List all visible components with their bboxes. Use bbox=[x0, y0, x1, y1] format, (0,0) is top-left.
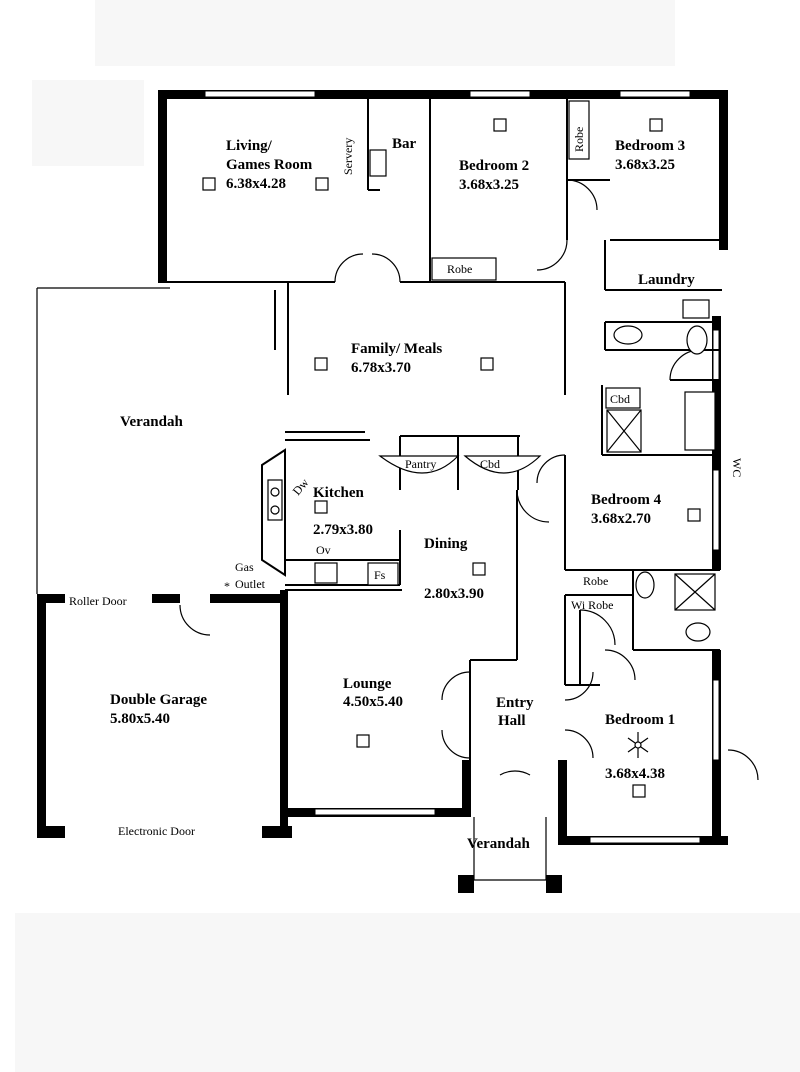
verandah-front-name: Verandah bbox=[467, 836, 530, 852]
gas-label-2: Outlet bbox=[235, 577, 266, 591]
verandah-outline bbox=[36, 287, 547, 881]
kitchen-size: 2.79x3.80 bbox=[313, 522, 373, 538]
garage-size: 5.80x5.40 bbox=[110, 711, 170, 727]
dining-name: Dining bbox=[424, 536, 468, 552]
gas-marker: * bbox=[224, 579, 230, 593]
bar-name: Bar bbox=[392, 136, 417, 152]
laundry-name: Laundry bbox=[638, 272, 695, 288]
gas-label-1: Gas bbox=[235, 560, 254, 574]
fs-label: Fs bbox=[374, 568, 386, 582]
lounge-name: Lounge bbox=[343, 676, 392, 692]
entry-name-2: Hall bbox=[498, 713, 526, 729]
verandah-side-name: Verandah bbox=[120, 414, 183, 430]
pantry-label: Pantry bbox=[405, 457, 436, 471]
internal-walls bbox=[167, 99, 722, 760]
robe-bed1-label: Robe bbox=[583, 574, 608, 588]
fixtures bbox=[267, 149, 716, 758]
cbd-bath-label: Cbd bbox=[610, 392, 630, 406]
bedroom2-name: Bedroom 2 bbox=[459, 158, 529, 174]
electronic-door-label: Electronic Door bbox=[118, 824, 195, 838]
wc-label: WC bbox=[730, 458, 744, 477]
living-name-2: Games Room bbox=[226, 157, 313, 173]
footer-panel bbox=[15, 913, 800, 1072]
garage-name: Double Garage bbox=[110, 692, 207, 708]
corner-panel bbox=[32, 80, 144, 166]
bedroom4-size: 3.68x2.70 bbox=[591, 511, 651, 527]
servery-label: Servery bbox=[341, 138, 355, 175]
bedroom3-size: 3.68x3.25 bbox=[615, 157, 675, 173]
kitchen-name: Kitchen bbox=[313, 485, 364, 501]
light-fittings bbox=[202, 118, 701, 798]
doors bbox=[179, 179, 759, 781]
ov-label: Ov bbox=[316, 543, 331, 557]
bedroom4-name: Bedroom 4 bbox=[591, 492, 662, 508]
lounge-size: 4.50x5.40 bbox=[343, 694, 403, 710]
bedroom1-name: Bedroom 1 bbox=[605, 712, 675, 728]
family-name: Family/ Meals bbox=[351, 341, 442, 357]
cbd-pantry-label: Cbd bbox=[480, 457, 500, 471]
dw-label: Dw bbox=[290, 475, 312, 498]
windows bbox=[204, 90, 720, 844]
entry-name-1: Entry bbox=[496, 695, 534, 711]
bedroom2-size: 3.68x3.25 bbox=[459, 177, 519, 193]
robe-bed3-label: Robe bbox=[572, 127, 586, 152]
family-size: 6.78x3.70 bbox=[351, 360, 411, 376]
living-name-1: Living/ bbox=[226, 138, 273, 154]
dining-size: 2.80x3.90 bbox=[424, 586, 484, 602]
wi-robe-label: Wi Robe bbox=[571, 598, 614, 612]
bedroom1-size: 3.68x4.38 bbox=[605, 766, 665, 782]
bedroom3-name: Bedroom 3 bbox=[615, 138, 685, 154]
robe-bed2-label: Robe bbox=[447, 262, 472, 276]
living-size: 6.38x4.28 bbox=[226, 176, 286, 192]
roller-door-label: Roller Door bbox=[69, 594, 127, 608]
header-panel bbox=[95, 0, 675, 66]
